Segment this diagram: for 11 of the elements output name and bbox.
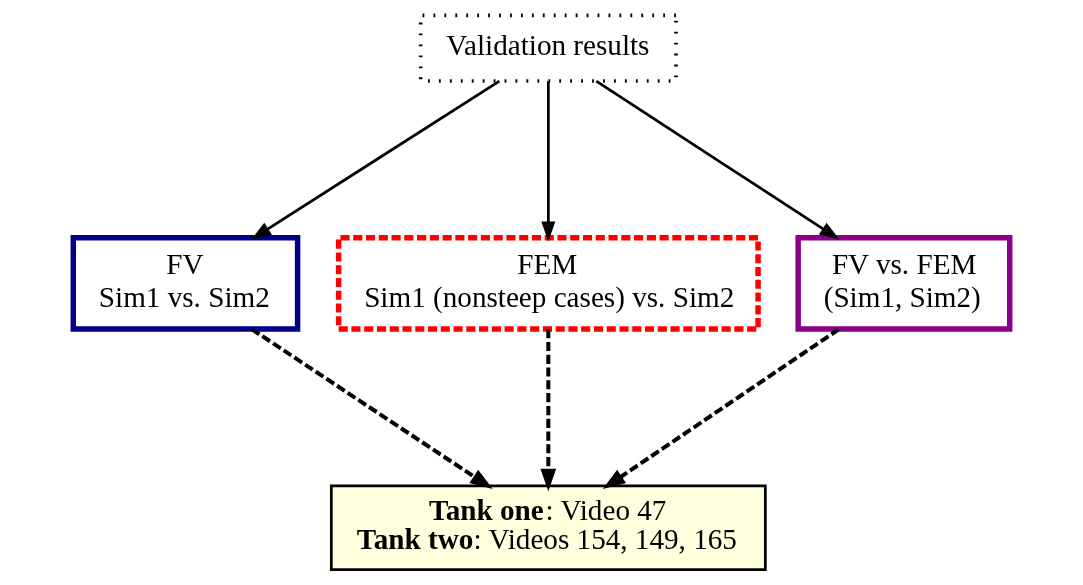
node-box: FV vs. FEM (Sim1, Sim2) bbox=[795, 235, 1013, 332]
node-box: FV Sim1 vs. Sim2 bbox=[70, 235, 301, 332]
arrow bbox=[541, 81, 556, 242]
node-box: Validation results bbox=[418, 13, 678, 83]
arrow bbox=[540, 329, 557, 492]
arrow bbox=[602, 327, 840, 490]
arrow bbox=[251, 80, 501, 240]
arrow bbox=[250, 327, 493, 489]
arrow bbox=[595, 80, 840, 240]
node-box: Tank one: Video 47 Tank two: Videos 154, 149, 165 bbox=[329, 484, 767, 572]
node-box: FEM Sim1 (nonsteep cases) vs. Sim2 bbox=[335, 235, 761, 332]
